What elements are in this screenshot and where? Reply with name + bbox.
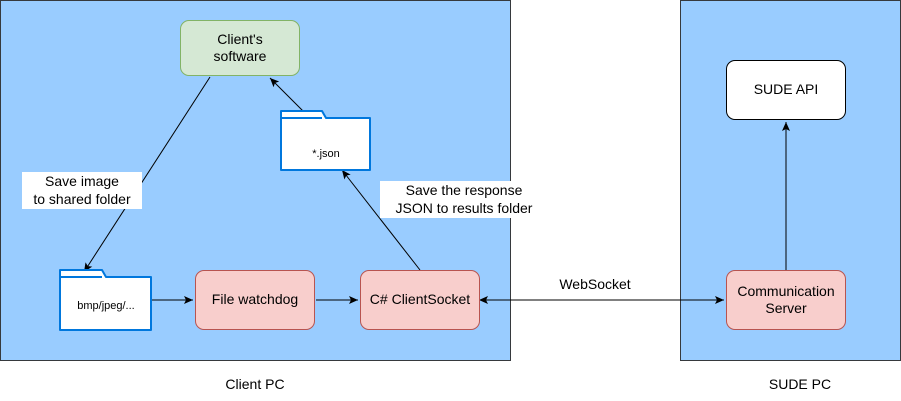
communication-server-node: Communication Server <box>726 270 846 330</box>
image-folder-icon <box>59 269 152 331</box>
websocket-label: WebSocket <box>559 276 631 292</box>
client-socket-node: C# ClientSocket <box>360 270 480 330</box>
sude-pc-label: SUDE PC <box>768 376 832 392</box>
edge-socket-to-json <box>341 169 421 271</box>
sude-api-node: SUDE API <box>726 60 846 120</box>
save-response-label: Save the response JSON to results folder <box>380 181 548 218</box>
edge-json-to-software <box>269 77 304 112</box>
json-folder-icon <box>280 110 371 171</box>
save-image-label: Save image to shared folder <box>22 172 142 209</box>
json-folder-label: *.json <box>312 148 340 160</box>
file-watchdog-node: File watchdog <box>195 270 315 330</box>
client-pc-label: Client PC <box>225 376 285 392</box>
edge-software-to-folder <box>83 76 211 273</box>
clients-software-node: Client's software <box>180 20 300 76</box>
image-folder-label: bmp/jpeg/... <box>77 300 135 312</box>
